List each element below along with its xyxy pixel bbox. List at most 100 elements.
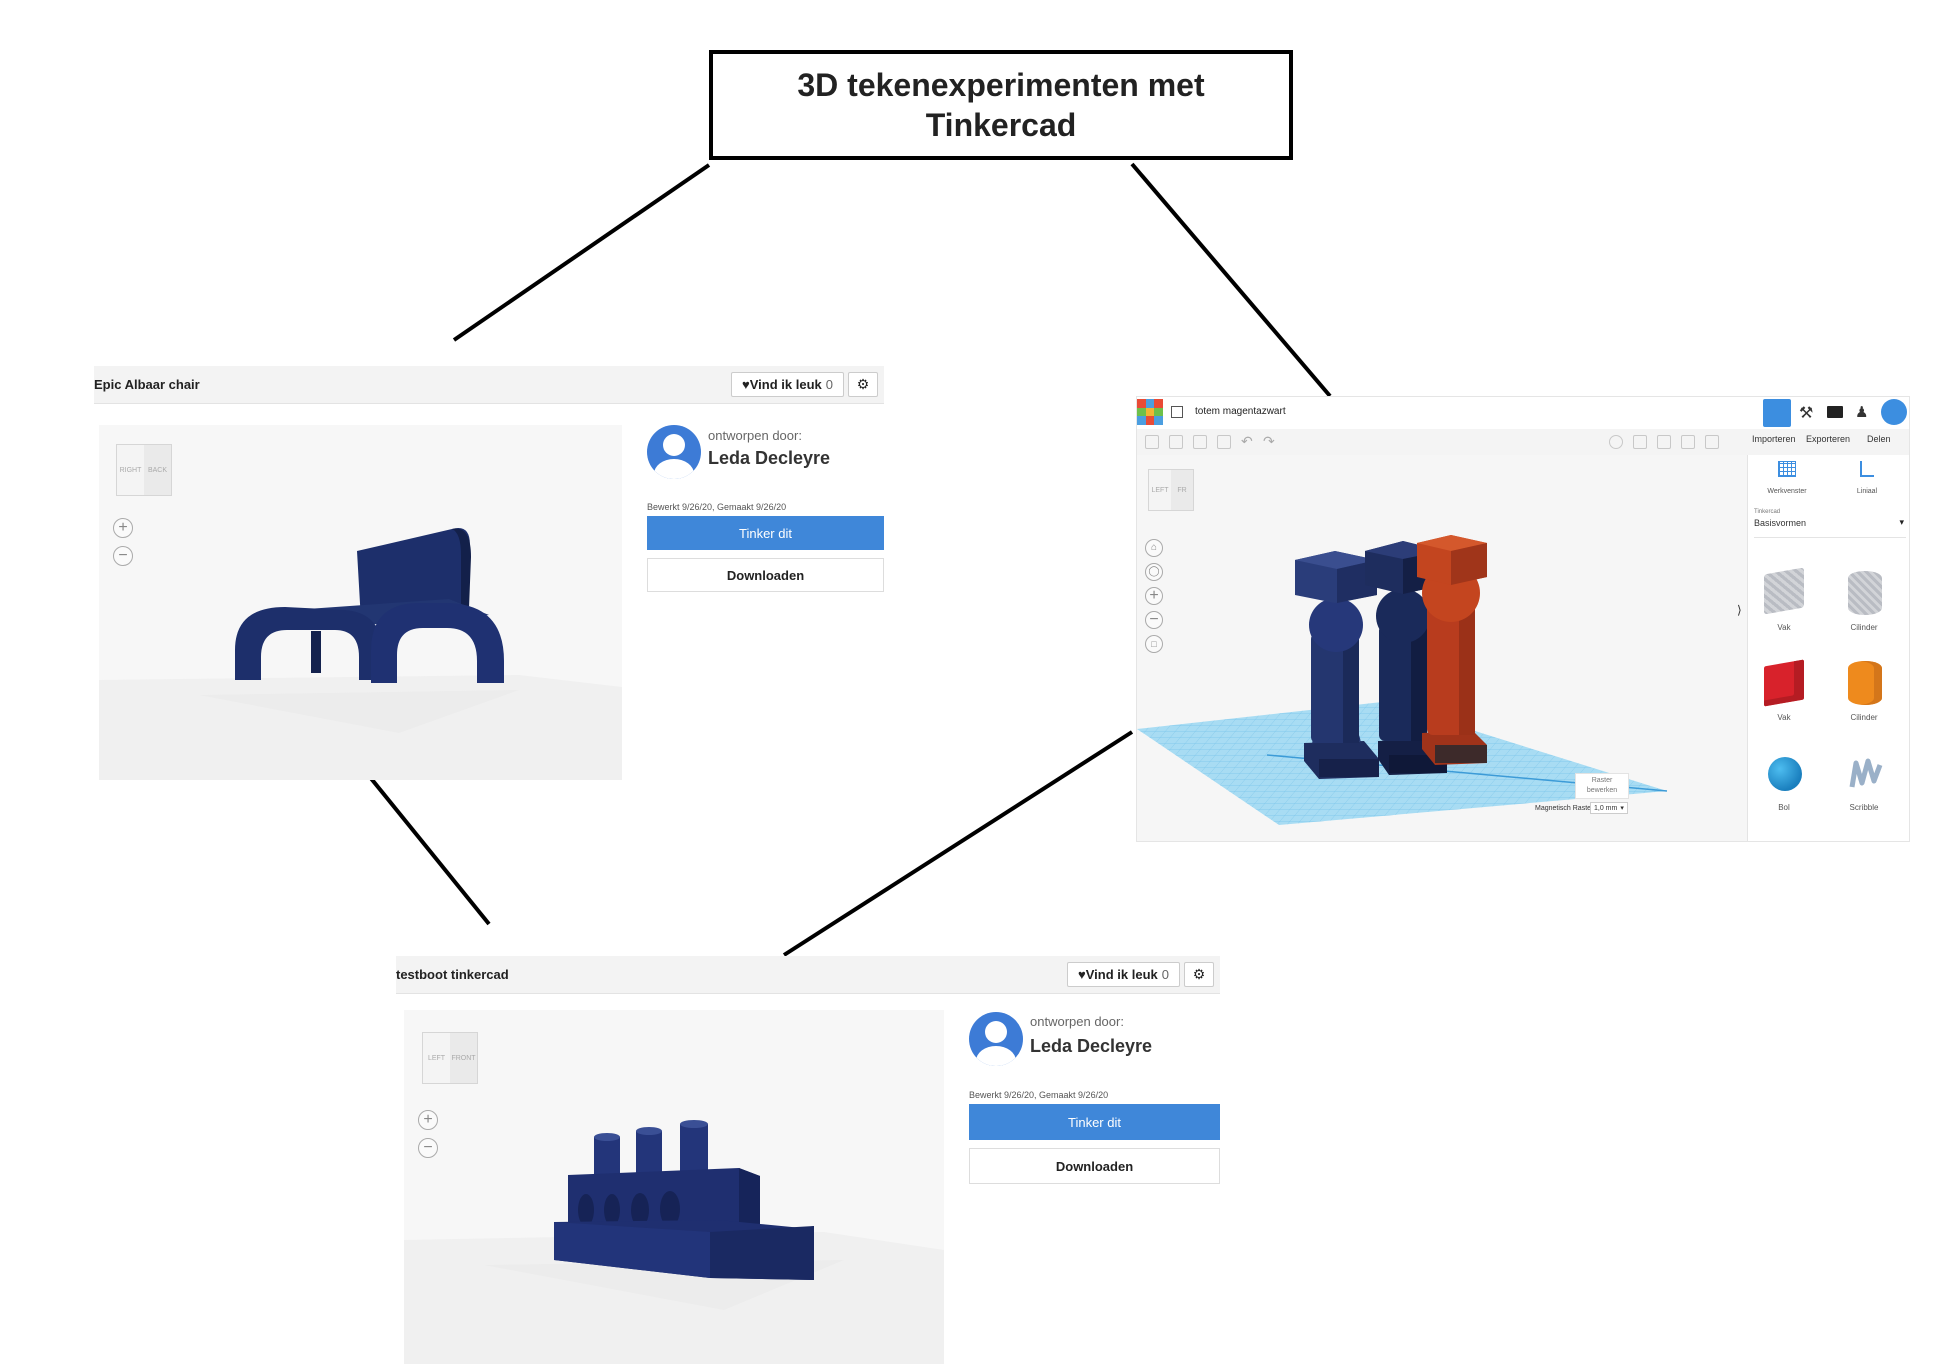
view-cube[interactable]: RIGHT BACK [116,444,172,496]
pickaxe-icon[interactable]: ⚒ [1799,405,1814,422]
like-label: Vind ik leuk [1085,967,1158,982]
like-count: 0 [825,377,833,392]
grid-edit-button[interactable]: Raster bewerken [1575,773,1629,799]
view-cube-face-right: RIGHT [119,466,142,474]
zoom-out-icon[interactable]: − [113,546,133,566]
avatar [647,425,701,479]
library-name: Basisvormen [1754,518,1807,528]
view-cube[interactable]: LEFT FR [1148,469,1194,511]
design-title: testboot tinkercad [396,967,509,982]
project-name[interactable]: totem magentazwart [1195,406,1286,417]
shape-label: Scribble [1849,803,1879,812]
shape-box-red[interactable]: Vak [1760,659,1808,722]
mirror-icon[interactable] [1705,435,1719,449]
3d-view-icon[interactable] [1763,399,1791,427]
light-icon[interactable] [1609,435,1623,449]
add-user-icon[interactable]: ♟ [1855,404,1869,421]
like-button[interactable]: ♥ Vind ik leuk 0 [731,372,844,397]
bricks-icon[interactable] [1827,406,1843,418]
view-cube-face-left: LEFT [427,1054,446,1062]
zoom-in-icon[interactable]: + [1145,587,1163,605]
chair-model [99,528,622,780]
workplane-scene [1137,535,1668,825]
shape-label: Cilinder [1850,713,1878,722]
sphere-blue-icon [1768,757,1802,791]
snap-grid-label: Magnetisch Raster [1535,805,1594,812]
cylinder-gray-striped-icon [1848,571,1882,615]
redo-icon[interactable]: ↷ [1263,433,1275,449]
avatar [969,1012,1023,1066]
settings-button[interactable]: ⚙ [848,372,878,397]
designed-by-label: ontworpen door: [708,428,802,443]
download-button[interactable]: Downloaden [969,1148,1220,1184]
editor-top-bar: totem magentazwart ⚒ ♟ [1137,397,1909,430]
view-cube-face-front: FR [1177,486,1187,494]
share-button[interactable]: Delen [1867,434,1891,444]
gear-icon: ⚙ [856,376,870,392]
shape-cylinder-striped[interactable]: Cilinder [1844,569,1884,632]
download-button[interactable]: Downloaden [647,558,884,592]
chair-3d-viewport[interactable]: RIGHT BACK + − [99,425,622,780]
shapes-panel: Werkvenster Liniaal Tinkercad Basisvorme… [1747,455,1909,841]
boat-3d-viewport[interactable]: LEFT FRONT + − [404,1010,944,1364]
ruler-label: Liniaal [1856,488,1878,495]
zoom-out-icon[interactable]: − [1145,611,1163,629]
workplane-viewport[interactable]: LEFT FR ⌂ ◯ + − □ [1137,455,1747,841]
shape-label: Vak [1777,713,1791,722]
zoom-in-icon[interactable]: + [113,518,133,538]
list-icon[interactable] [1171,406,1183,418]
ungroup-icon[interactable] [1657,435,1671,449]
heart-icon: ♥ [742,377,750,392]
tinker-this-button[interactable]: Tinker dit [969,1104,1220,1140]
like-button[interactable]: ♥ Vind ik leuk 0 [1067,962,1180,987]
tinker-this-button[interactable]: Tinker dit [647,516,884,550]
shape-label: Vak [1777,623,1791,632]
align-icon[interactable] [1681,435,1695,449]
collapse-panel-icon[interactable]: ⟩ [1737,603,1742,617]
fit-view-icon[interactable]: ◯ [1145,563,1163,581]
editor-toolbar: ↶ ↷ [1137,429,1909,456]
ruler-tool[interactable]: Liniaal [1838,461,1896,501]
designed-by-label: ontworpen door: [1030,1014,1124,1029]
like-count: 0 [1161,967,1169,982]
import-button[interactable]: Importeren [1752,434,1796,444]
view-cube-face-back: BACK [147,466,168,474]
ruler-icon [1860,461,1874,477]
export-button[interactable]: Exporteren [1806,434,1851,444]
settings-button[interactable]: ⚙ [1184,962,1214,987]
delete-icon[interactable] [1217,435,1231,449]
chevron-down-icon: ▾ [1620,805,1624,812]
workplane-tool[interactable]: Werkvenster [1758,461,1816,501]
chevron-down-icon: ▾ [1899,517,1904,527]
tinkercad-editor: totem magentazwart ⚒ ♟ ↶ ↷ Importeren Ex… [1136,396,1910,842]
library-selector[interactable]: Tinkercad Basisvormen ▾ [1754,509,1906,538]
zoom-in-icon[interactable]: + [418,1110,438,1130]
duplicate-icon[interactable] [1193,435,1207,449]
shape-cylinder-orange[interactable]: Cilinder [1844,659,1884,722]
group-icon[interactable] [1633,435,1647,449]
undo-icon[interactable]: ↶ [1241,433,1253,449]
author-name[interactable]: Leda Decleyre [708,448,831,468]
design-title: Epic Albaar chair [94,377,200,392]
snap-grid-select[interactable]: 1,0 mm ▾ [1590,802,1628,814]
cylinder-orange-icon [1848,661,1882,705]
shape-sphere[interactable]: Bol [1760,753,1808,812]
user-avatar[interactable] [1881,399,1907,425]
view-cube-face-left: LEFT [1151,486,1169,494]
gear-icon: ⚙ [1192,966,1206,982]
paste-icon[interactable] [1169,435,1183,449]
heart-icon: ♥ [1078,967,1086,982]
zoom-out-icon[interactable]: − [418,1138,438,1158]
copy-icon[interactable] [1145,435,1159,449]
perspective-icon[interactable]: □ [1145,635,1163,653]
shape-box-striped[interactable]: Vak [1760,567,1808,632]
tinkercad-logo[interactable] [1137,399,1163,425]
view-cube-face-front: FRONT [451,1054,476,1062]
shape-scribble[interactable]: Scribble [1844,753,1884,812]
totem-red[interactable] [1417,535,1487,765]
author-name[interactable]: Leda Decleyre [1030,1036,1153,1056]
snap-grid-value: 1,0 mm [1594,804,1618,812]
view-cube[interactable]: LEFT FRONT [422,1032,478,1084]
box-red-icon [1764,659,1804,707]
home-icon[interactable]: ⌂ [1145,539,1163,557]
